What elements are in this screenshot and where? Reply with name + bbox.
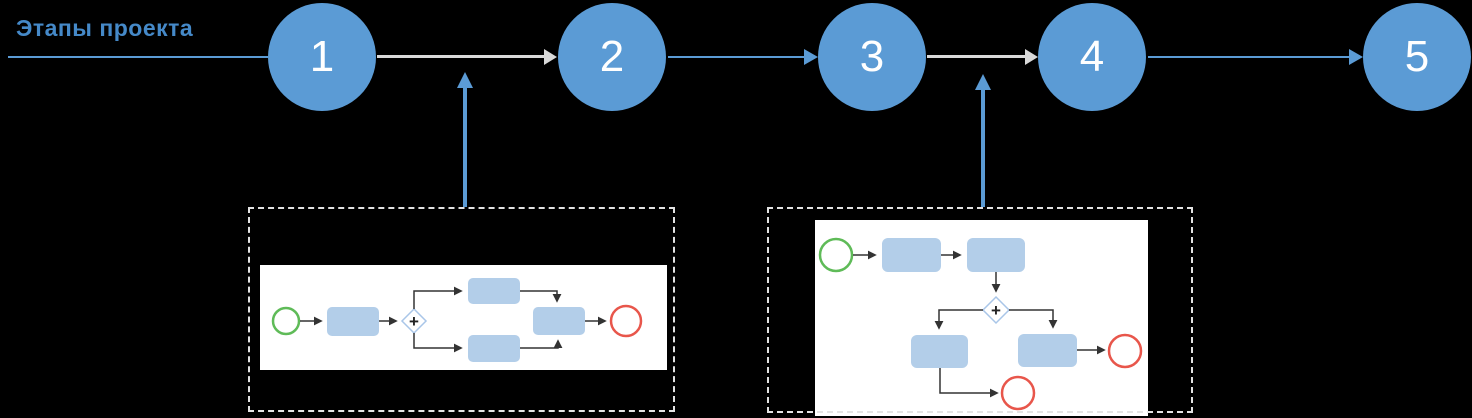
sequence-flow xyxy=(520,339,563,349)
task-node xyxy=(967,238,1025,272)
bpmn-diagram-2: + xyxy=(818,237,1143,411)
sequence-flow xyxy=(413,333,463,353)
bpmn-diagram-1: + xyxy=(271,278,643,362)
page-title: Этапы проекта xyxy=(16,15,194,41)
callout-arrow-1 xyxy=(463,87,467,207)
stage-number: 4 xyxy=(1079,32,1105,81)
start-event-icon xyxy=(818,237,854,273)
stage-connector-2-3 xyxy=(668,56,804,58)
title-underline xyxy=(8,56,268,58)
process-diagram-panel-2: + xyxy=(815,220,1148,416)
stage-connector-3-4 xyxy=(927,55,1025,58)
stage-circle-3: 3 xyxy=(818,3,926,111)
stage-number: 5 xyxy=(1404,32,1430,81)
stage-circle-5: 5 xyxy=(1363,3,1471,111)
end-event-icon xyxy=(1107,333,1143,369)
task-node xyxy=(1018,334,1077,367)
sequence-flow xyxy=(520,290,562,303)
arrowhead-right-icon xyxy=(544,49,557,65)
callout-box-1 xyxy=(248,207,675,412)
sequence-flow xyxy=(413,286,463,309)
end-event-icon xyxy=(609,304,643,338)
sequence-flow xyxy=(939,368,999,398)
stage-number: 3 xyxy=(859,32,885,81)
task-node xyxy=(468,335,520,362)
process-diagram-panel-1: + xyxy=(260,265,667,370)
parallel-gateway-icon xyxy=(981,295,1011,325)
arrowhead-up-icon xyxy=(457,72,473,88)
arrowhead-right-icon xyxy=(804,49,818,65)
stage-number: 1 xyxy=(309,32,335,81)
arrowhead-right-icon xyxy=(1025,49,1038,65)
stage-circle-4: 4 xyxy=(1038,3,1146,111)
sequence-flow xyxy=(1009,309,1058,329)
task-node xyxy=(468,278,520,304)
callout-box-2 xyxy=(767,207,1193,413)
stage-connector-4-5 xyxy=(1148,56,1349,58)
gateway-plus-label: + xyxy=(409,312,419,331)
task-node xyxy=(911,335,968,368)
gateway-plus-label: + xyxy=(991,301,1001,320)
arrowhead-right-icon xyxy=(1349,49,1363,65)
sequence-flow xyxy=(934,309,983,330)
stage-connector-1-2 xyxy=(377,55,544,58)
stage-circle-2: 2 xyxy=(558,3,666,111)
task-node xyxy=(882,238,941,272)
task-node xyxy=(327,307,379,336)
end-event-icon xyxy=(1000,375,1036,411)
stage-circle-1: 1 xyxy=(268,3,376,111)
stage-number: 2 xyxy=(599,32,625,81)
callout-arrow-2 xyxy=(981,89,985,207)
start-event-icon xyxy=(271,306,301,336)
task-node xyxy=(533,307,585,335)
arrowhead-up-icon xyxy=(975,74,991,90)
